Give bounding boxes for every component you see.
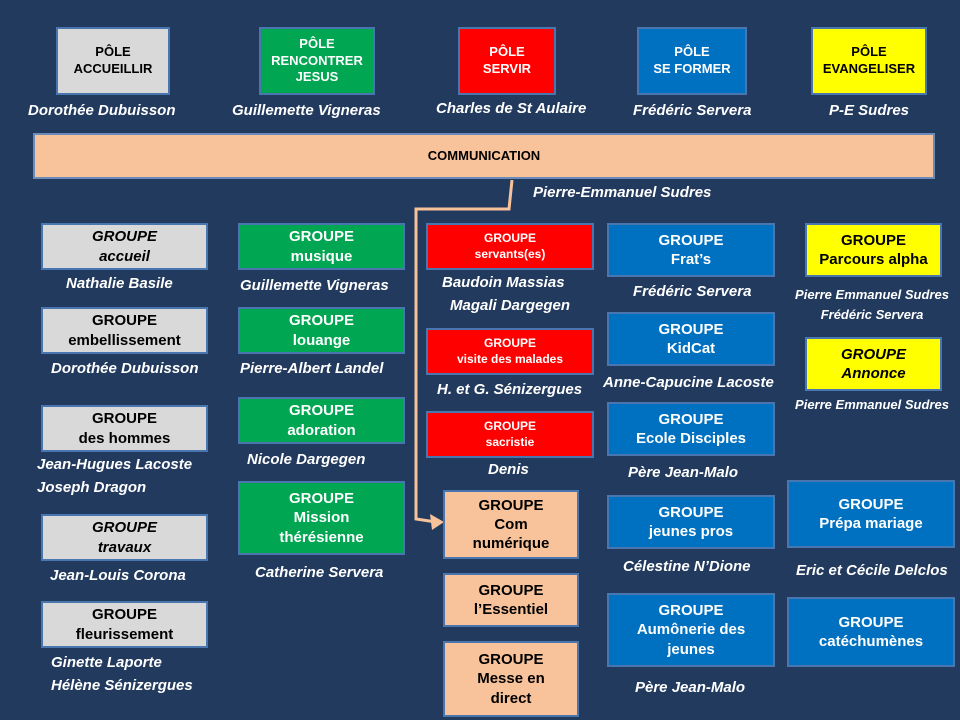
group-annonce-leader: Pierre Emmanuel Sudres bbox=[795, 397, 949, 412]
group-visite-des-malades-leaders: H. et G. Sénizergues bbox=[437, 381, 583, 398]
group-aumonerie-leader: Père Jean-Malo bbox=[635, 679, 746, 696]
group-mission-theresienne-leader: Catherine Servera bbox=[255, 564, 384, 581]
group-kidcat-leader: Anne-Capucine Lacoste bbox=[603, 374, 774, 391]
group-ecole-disciples-leader: Père Jean-Malo bbox=[628, 464, 739, 481]
group-prepa-mariage-leaders: Eric et Cécile Delclos bbox=[796, 562, 948, 579]
group-embellissement-leader: Dorothée Dubuisson bbox=[51, 360, 199, 377]
communication-bar: COMMUNICATION bbox=[33, 133, 935, 179]
group-accueil-leader: Nathalie Basile bbox=[66, 275, 173, 292]
pole-evangeliser-leader: P-E Sudres bbox=[829, 102, 910, 119]
communication-leader: Pierre-Emmanuel Sudres bbox=[533, 184, 712, 201]
group-travaux-leader: Jean-Louis Corona bbox=[50, 567, 186, 584]
group-musique-leader: Guillemette Vigneras bbox=[240, 277, 389, 294]
pole-rencontrer-leader: Guillemette Vigneras bbox=[232, 102, 381, 119]
pole-servir-leader: Charles de St Aulaire bbox=[436, 100, 587, 117]
pole-accueillir-leader: Dorothée Dubuisson bbox=[28, 102, 176, 119]
group-sacristie-leader: Denis bbox=[488, 461, 529, 478]
group-frats-leader: Frédéric Servera bbox=[633, 283, 752, 300]
group-adoration-leader: Nicole Dargegen bbox=[247, 451, 366, 468]
group-louange-leader: Pierre-Albert Landel bbox=[240, 360, 384, 377]
group-jeunes-pros-leader: Célestine N’Dione bbox=[623, 558, 751, 575]
pole-se-former-leader: Frédéric Servera bbox=[633, 102, 752, 119]
